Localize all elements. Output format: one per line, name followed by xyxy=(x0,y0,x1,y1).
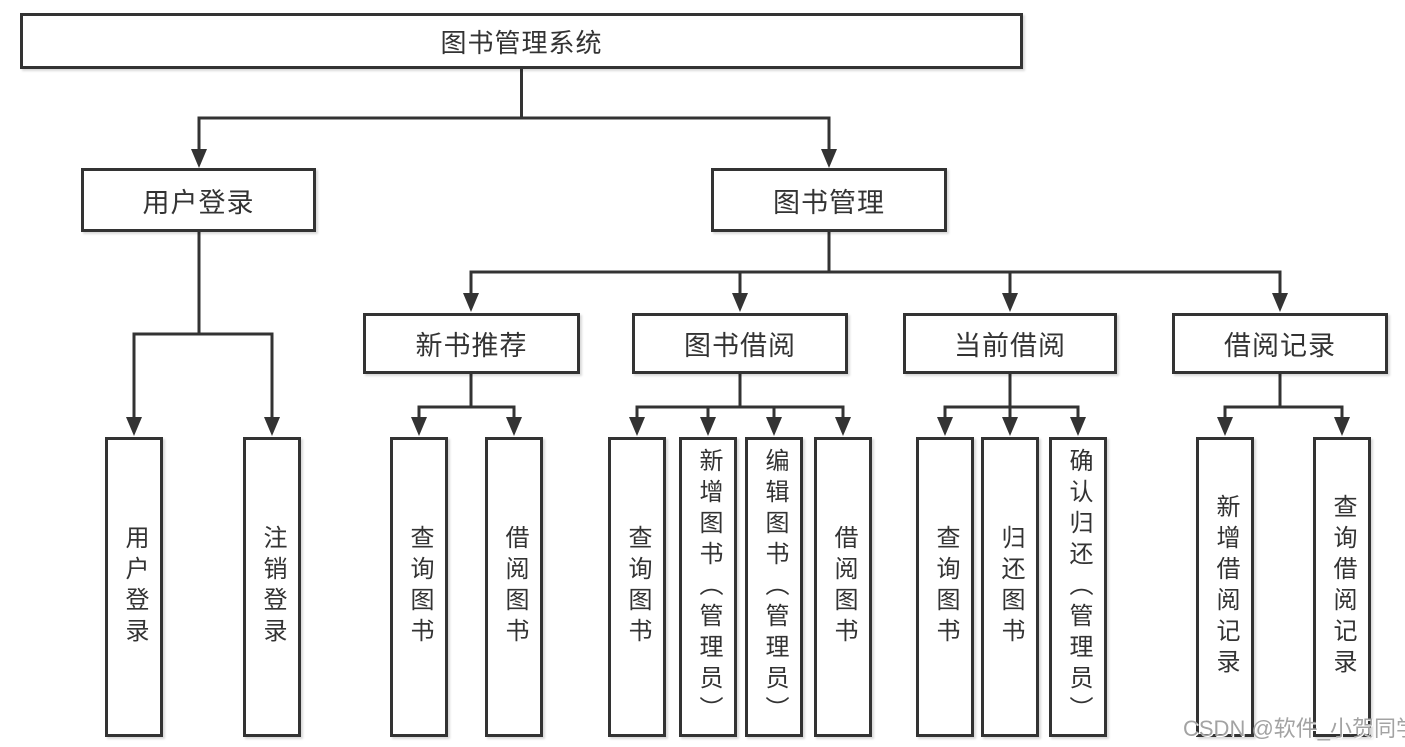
node-label: 图书借阅 xyxy=(684,331,796,361)
node-label: 查询图书 xyxy=(406,525,433,649)
node-label: 新书推荐 xyxy=(415,331,528,361)
node-new-book-recommend: 新书推荐 xyxy=(363,313,580,374)
leaf-add-books-admin: 新增图书（管理员） xyxy=(679,437,737,737)
node-label: 借阅记录 xyxy=(1224,331,1336,361)
leaf-return-books: 归还图书 xyxy=(981,437,1039,737)
node-label: 用户登录 xyxy=(142,187,255,218)
node-book-management: 图书管理 xyxy=(711,168,947,232)
leaf-query-books-borrow: 查询图书 xyxy=(608,437,666,737)
node-label: 新增图书（管理员） xyxy=(695,447,722,727)
csdn-watermark: CSDN @软件_小贺同学 xyxy=(1183,716,1405,741)
node-label: 图书管理 xyxy=(773,187,885,218)
node-label: 新增借阅记录 xyxy=(1212,494,1239,680)
node-user-login: 用户登录 xyxy=(81,168,316,232)
leaf-query-books-recommend: 查询图书 xyxy=(390,437,448,737)
node-label: 借阅图书 xyxy=(501,525,528,649)
leaf-edit-books-admin: 编辑图书（管理员） xyxy=(745,437,803,737)
leaf-user-login: 用户登录 xyxy=(105,437,163,737)
node-label: 查询图书 xyxy=(932,525,959,649)
node-borrow-records: 借阅记录 xyxy=(1172,313,1388,374)
node-label: 归还图书 xyxy=(997,525,1024,649)
node-label: 注销登录 xyxy=(259,525,286,649)
node-label: 确认归还（管理员） xyxy=(1065,447,1092,727)
leaf-add-borrow-record: 新增借阅记录 xyxy=(1196,437,1254,737)
node-label: 借阅图书 xyxy=(830,525,857,649)
node-label: 编辑图书（管理员） xyxy=(761,447,788,727)
leaf-logout: 注销登录 xyxy=(243,437,301,737)
node-label: 图书管理系统 xyxy=(440,27,603,58)
node-label: 用户登录 xyxy=(121,525,148,649)
node-book-borrow: 图书借阅 xyxy=(632,313,848,374)
leaf-confirm-return-admin: 确认归还（管理员） xyxy=(1049,437,1107,737)
leaf-query-borrow-record: 查询借阅记录 xyxy=(1313,437,1371,737)
leaf-borrow-books: 借阅图书 xyxy=(814,437,872,737)
leaf-query-books-current: 查询图书 xyxy=(916,437,974,737)
leaf-borrow-books-recommend: 借阅图书 xyxy=(485,437,543,737)
node-current-borrow: 当前借阅 xyxy=(903,313,1117,374)
node-label: 当前借阅 xyxy=(954,331,1066,361)
node-label: 查询借阅记录 xyxy=(1329,494,1356,680)
node-root: 图书管理系统 xyxy=(20,13,1023,69)
node-label: 查询图书 xyxy=(624,525,651,649)
